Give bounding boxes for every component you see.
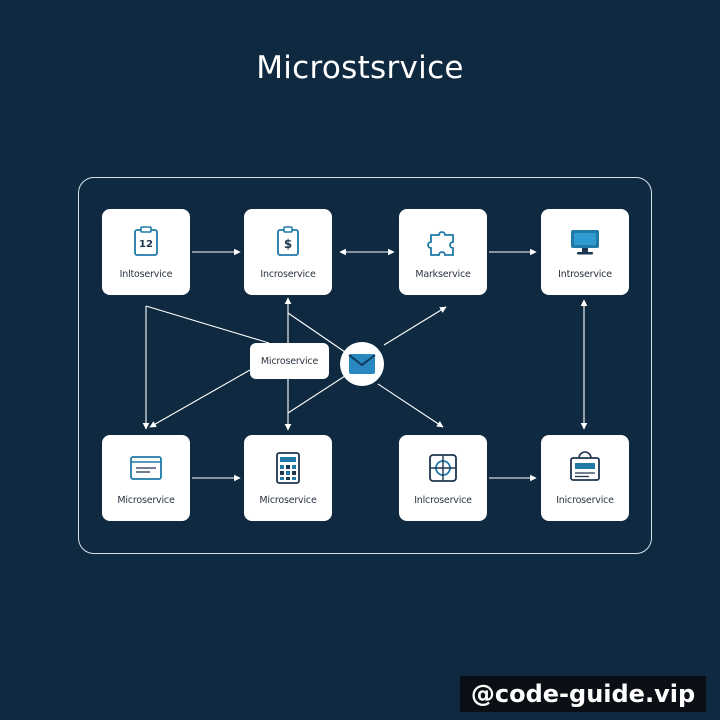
- line-mail-to-node7: [377, 383, 444, 428]
- envelope-icon: [348, 354, 376, 374]
- target-grid-icon: [429, 454, 457, 482]
- clipboard-12-icon: 12: [134, 226, 158, 256]
- line-cross-a: [287, 312, 346, 353]
- message-hub[interactable]: [340, 342, 384, 386]
- service-node-label: Microservice: [117, 495, 175, 506]
- monitor-icon: [571, 230, 599, 255]
- browser-window-icon: [130, 456, 162, 480]
- line-cross-b: [287, 375, 346, 414]
- puzzle-icon: [427, 231, 454, 256]
- line-pill-to-node5: [149, 369, 251, 428]
- service-node-2[interactable]: $ Incroservice: [244, 209, 332, 295]
- service-node-label: Inltoservice: [119, 269, 173, 280]
- service-node-8[interactable]: Inicroservice: [541, 435, 629, 521]
- diagram-title: Microstsrvice: [256, 50, 464, 86]
- id-card-icon: [570, 451, 600, 481]
- service-node-5[interactable]: Microservice: [102, 435, 190, 521]
- center-service-pill[interactable]: Microservice: [250, 343, 329, 379]
- svg-text:$: $: [284, 237, 292, 251]
- svg-text:12: 12: [139, 239, 153, 250]
- diagram-frame: [78, 177, 652, 554]
- service-node-6[interactable]: Microservice: [244, 435, 332, 521]
- watermark: @code-guide.vip: [460, 676, 706, 712]
- service-node-label: Incroservice: [260, 269, 316, 280]
- service-node-label: Inicroservice: [556, 495, 614, 506]
- service-node-label: Microservice: [259, 495, 317, 506]
- service-node-3[interactable]: Markservice: [399, 209, 487, 295]
- line-left-diagonal: [145, 305, 270, 344]
- dollar-document-icon: $: [277, 226, 299, 256]
- line-mail-to-node3: [383, 306, 447, 346]
- service-node-label: Introservice: [558, 269, 612, 280]
- service-node-label: Markservice: [415, 269, 471, 280]
- service-node-4[interactable]: Introservice: [541, 209, 629, 295]
- calculator-grid-icon: [276, 452, 300, 484]
- service-node-label: Inlcroservice: [414, 495, 472, 506]
- service-node-7[interactable]: Inlcroservice: [399, 435, 487, 521]
- service-node-1[interactable]: 12 Inltoservice: [102, 209, 190, 295]
